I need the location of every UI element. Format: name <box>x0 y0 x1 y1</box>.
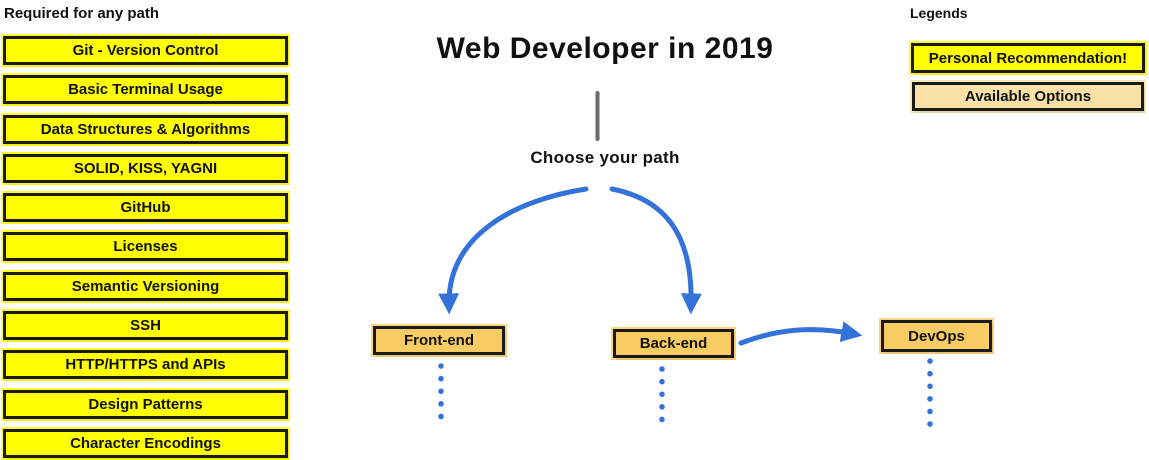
required-item: Basic Terminal Usage <box>1 73 290 107</box>
required-item: Licenses <box>1 230 290 264</box>
arrow-to-back-end <box>609 186 702 315</box>
choose-path-label: Choose your path <box>530 148 680 167</box>
required-item: SSH <box>1 309 290 343</box>
node-front-end: Front-end <box>371 324 507 357</box>
legend-available-options: Available Options <box>910 80 1146 113</box>
page-title: Web Developer in 2019 <box>436 32 774 65</box>
required-item: Character Encodings <box>1 426 290 460</box>
required-item: Design Patterns <box>1 387 290 421</box>
node-back-end: Back-end <box>611 327 736 360</box>
arrow-back-end-to-devops <box>738 321 863 346</box>
legend-title: Legends <box>910 5 968 21</box>
required-panel-title: Required for any path <box>4 5 160 22</box>
required-item: Git - Version Control <box>1 34 290 67</box>
node-devops: DevOps <box>879 318 994 354</box>
required-item: SOLID, KISS, YAGNI <box>1 151 290 185</box>
required-item: Semantic Versioning <box>1 269 290 303</box>
required-item: Data Structures & Algorithms <box>1 112 290 146</box>
arrow-to-front-end <box>438 186 589 315</box>
required-item: HTTP/HTTPS and APIs <box>1 348 290 382</box>
required-item: GitHub <box>1 191 290 225</box>
legend-personal-recommendation: Personal Recommendation! <box>909 41 1147 75</box>
